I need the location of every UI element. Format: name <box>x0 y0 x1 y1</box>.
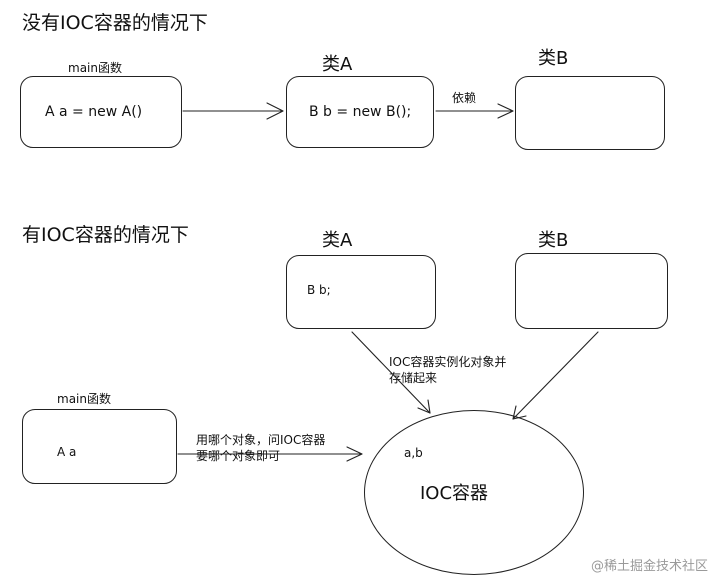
class-a-label: 类A <box>322 54 353 75</box>
ioc-container-circle <box>364 410 584 575</box>
class-a-box: B b = new B(); <box>286 76 434 148</box>
arrow-class-a-to-ioc-container <box>351 331 431 414</box>
ioc-main-function-box: A a <box>22 409 177 484</box>
main-function-label: main函数 <box>68 61 122 75</box>
ioc-main-function-label: main函数 <box>57 392 111 406</box>
ioc-container-objects: a,b <box>404 446 423 460</box>
main-function-code: A a = new A() <box>45 104 143 120</box>
arrow-main-to-class-a <box>182 102 284 120</box>
section-title-with-ioc: 有IOC容器的情况下 <box>22 224 189 246</box>
arrow-class-a-to-class-b <box>435 103 514 119</box>
watermark-text: @稀土掘金技术社区 <box>590 559 708 574</box>
main-function-box: A a = new A() <box>20 76 182 148</box>
dependency-label: 依赖 <box>452 91 477 105</box>
class-b-label: 类B <box>538 48 569 69</box>
section-title-without-ioc: 没有IOC容器的情况下 <box>22 12 208 34</box>
use-note-line2: 要哪个对象即可 <box>196 449 281 463</box>
ioc-class-b-box <box>515 253 668 329</box>
ioc-class-a-box: B b; <box>286 255 436 329</box>
store-note-line2: 存储起来 <box>389 371 438 385</box>
ioc-class-a-code: B b; <box>307 283 331 297</box>
ioc-class-a-label: 类A <box>322 230 353 251</box>
ioc-container-label: IOC容器 <box>420 483 489 504</box>
use-note-line1: 用哪个对象，问IOC容器 <box>196 433 326 447</box>
ioc-main-function-code: A a <box>57 445 77 459</box>
arrow-class-b-to-ioc-container <box>512 331 599 420</box>
arrow-main-to-ioc-container <box>177 446 363 462</box>
class-b-box <box>515 76 665 150</box>
store-note-line1: IOC容器实例化对象并 <box>389 355 507 369</box>
class-a-code: B b = new B(); <box>309 104 412 120</box>
ioc-class-b-label: 类B <box>538 230 569 251</box>
